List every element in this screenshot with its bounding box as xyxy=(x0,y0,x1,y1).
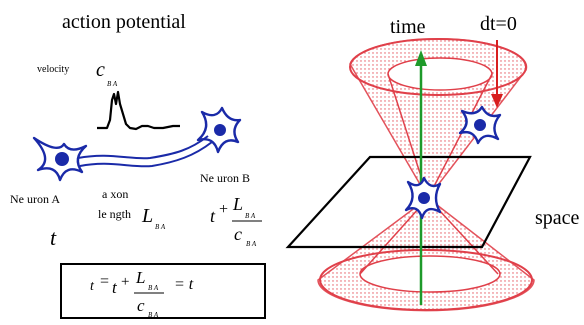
neuron-a-label: Ne uron A xyxy=(10,192,60,206)
eq-c: c xyxy=(137,296,145,315)
formula-b-plus: + xyxy=(219,201,228,218)
neuron-b-label: Ne uron B xyxy=(200,171,250,185)
velocity-label: velocity xyxy=(37,64,69,75)
velocity-subscript: B A xyxy=(107,80,118,88)
space-plane xyxy=(285,155,532,249)
equation-box xyxy=(60,263,266,319)
length-subscript: B A xyxy=(155,223,166,231)
time-axis-arrowhead xyxy=(415,50,427,66)
formula-b-c-sub: B A xyxy=(246,240,257,248)
center-neuron-icon xyxy=(404,176,442,220)
rim-neuron-icon xyxy=(458,105,502,145)
eq-t2: t xyxy=(112,278,118,297)
eq-c-sub: B A xyxy=(148,311,159,319)
past-light-cone xyxy=(317,197,535,312)
axon xyxy=(77,135,209,160)
axon-label: a xon xyxy=(102,187,128,201)
formula-b-t: t xyxy=(210,206,216,226)
neuron-a-icon xyxy=(32,136,88,182)
formula-b-c: c xyxy=(234,224,242,244)
future-light-cone xyxy=(349,38,528,200)
formula-b-L-sub: B A xyxy=(245,212,256,220)
time-b-formula: t + L B A c B A xyxy=(210,194,262,248)
space-label: space xyxy=(535,207,580,229)
eq-L-sub: B A xyxy=(148,284,159,292)
time-a-symbol: t xyxy=(50,225,57,250)
eq-result: = t xyxy=(174,276,194,293)
eq-plus: + xyxy=(121,274,129,290)
title-action-potential: action potential xyxy=(62,11,186,33)
action-potential-trace xyxy=(97,90,180,131)
dt-label: dt=0 xyxy=(480,13,517,35)
length-symbol: L xyxy=(141,205,153,227)
eq-equals-1: = xyxy=(100,273,109,290)
dt-arrowhead xyxy=(491,94,503,108)
formula-b-L: L xyxy=(232,194,243,214)
equation-box-formula: t = t + L B A c B A = t xyxy=(90,268,194,319)
length-label: le ngth xyxy=(98,207,131,221)
neuron-b-icon xyxy=(196,106,242,154)
time-axis-label: time xyxy=(390,16,426,38)
velocity-symbol: c xyxy=(96,59,105,81)
eq-L: L xyxy=(135,268,145,287)
eq-t1: t xyxy=(90,279,95,294)
axon-lower-edge xyxy=(79,141,213,168)
